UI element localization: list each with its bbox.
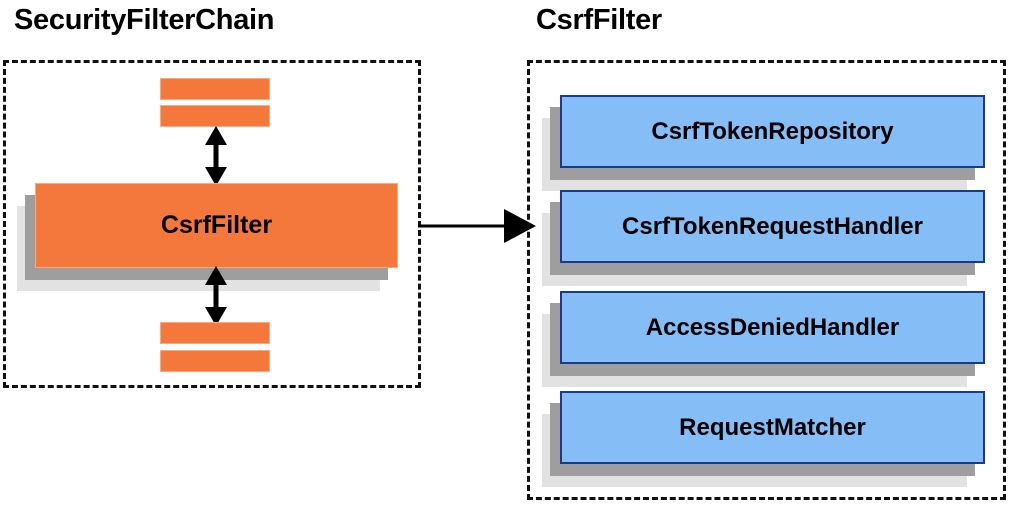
collaborator-card-access-denied-handler[interactable]: AccessDeniedHandler (542, 291, 985, 387)
panel-title-csrf-filter: CsrfFilter (536, 4, 662, 36)
collaborator-card-label: AccessDeniedHandler (560, 291, 985, 364)
collaborator-card-label: CsrfTokenRepository (560, 95, 985, 168)
collaborator-card-request-matcher[interactable]: RequestMatcher (542, 391, 985, 487)
connector-chain-link-below (205, 266, 227, 326)
filter-bar-bottom-2 (160, 350, 270, 372)
filter-bar-top-1 (160, 78, 270, 100)
panel-title-security-filter-chain: SecurityFilterChain (14, 4, 275, 36)
filter-card-label: CsrfFilter (35, 183, 398, 268)
connector-expand-to-detail (418, 209, 536, 243)
group-box-csrf-filter (527, 60, 1006, 500)
collaborator-card-csrf-token-request-handler[interactable]: CsrfTokenRequestHandler (542, 190, 985, 286)
filter-bar-bottom-1 (160, 322, 270, 344)
connector-chain-link-above (205, 126, 227, 186)
filter-card-csrf-filter[interactable]: CsrfFilter (17, 183, 398, 291)
collaborator-card-label: RequestMatcher (560, 391, 985, 464)
collaborator-card-csrf-token-repository[interactable]: CsrfTokenRepository (542, 95, 985, 191)
group-box-security-filter-chain (3, 60, 421, 388)
filter-bar-top-2 (160, 105, 270, 127)
collaborator-card-label: CsrfTokenRequestHandler (560, 190, 985, 263)
